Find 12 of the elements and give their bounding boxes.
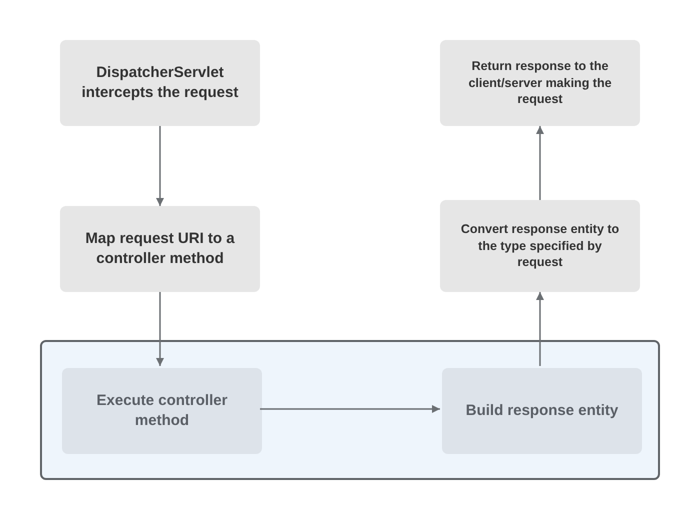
arrow bbox=[260, 405, 440, 413]
arrow bbox=[156, 126, 164, 206]
group-container bbox=[40, 340, 660, 480]
arrow bbox=[536, 126, 544, 200]
process-box: Return response to the client/server making the request bbox=[440, 40, 640, 126]
arrow bbox=[536, 292, 544, 366]
process-box: Convert response entity to the type specified by request bbox=[440, 200, 640, 292]
process-box: Build response entity bbox=[442, 368, 642, 454]
process-box: Map request URI to a controller method bbox=[60, 206, 260, 292]
arrow bbox=[156, 292, 164, 366]
process-box: Execute controller method bbox=[62, 368, 262, 454]
process-box: DispatcherServlet intercepts the request bbox=[60, 40, 260, 126]
